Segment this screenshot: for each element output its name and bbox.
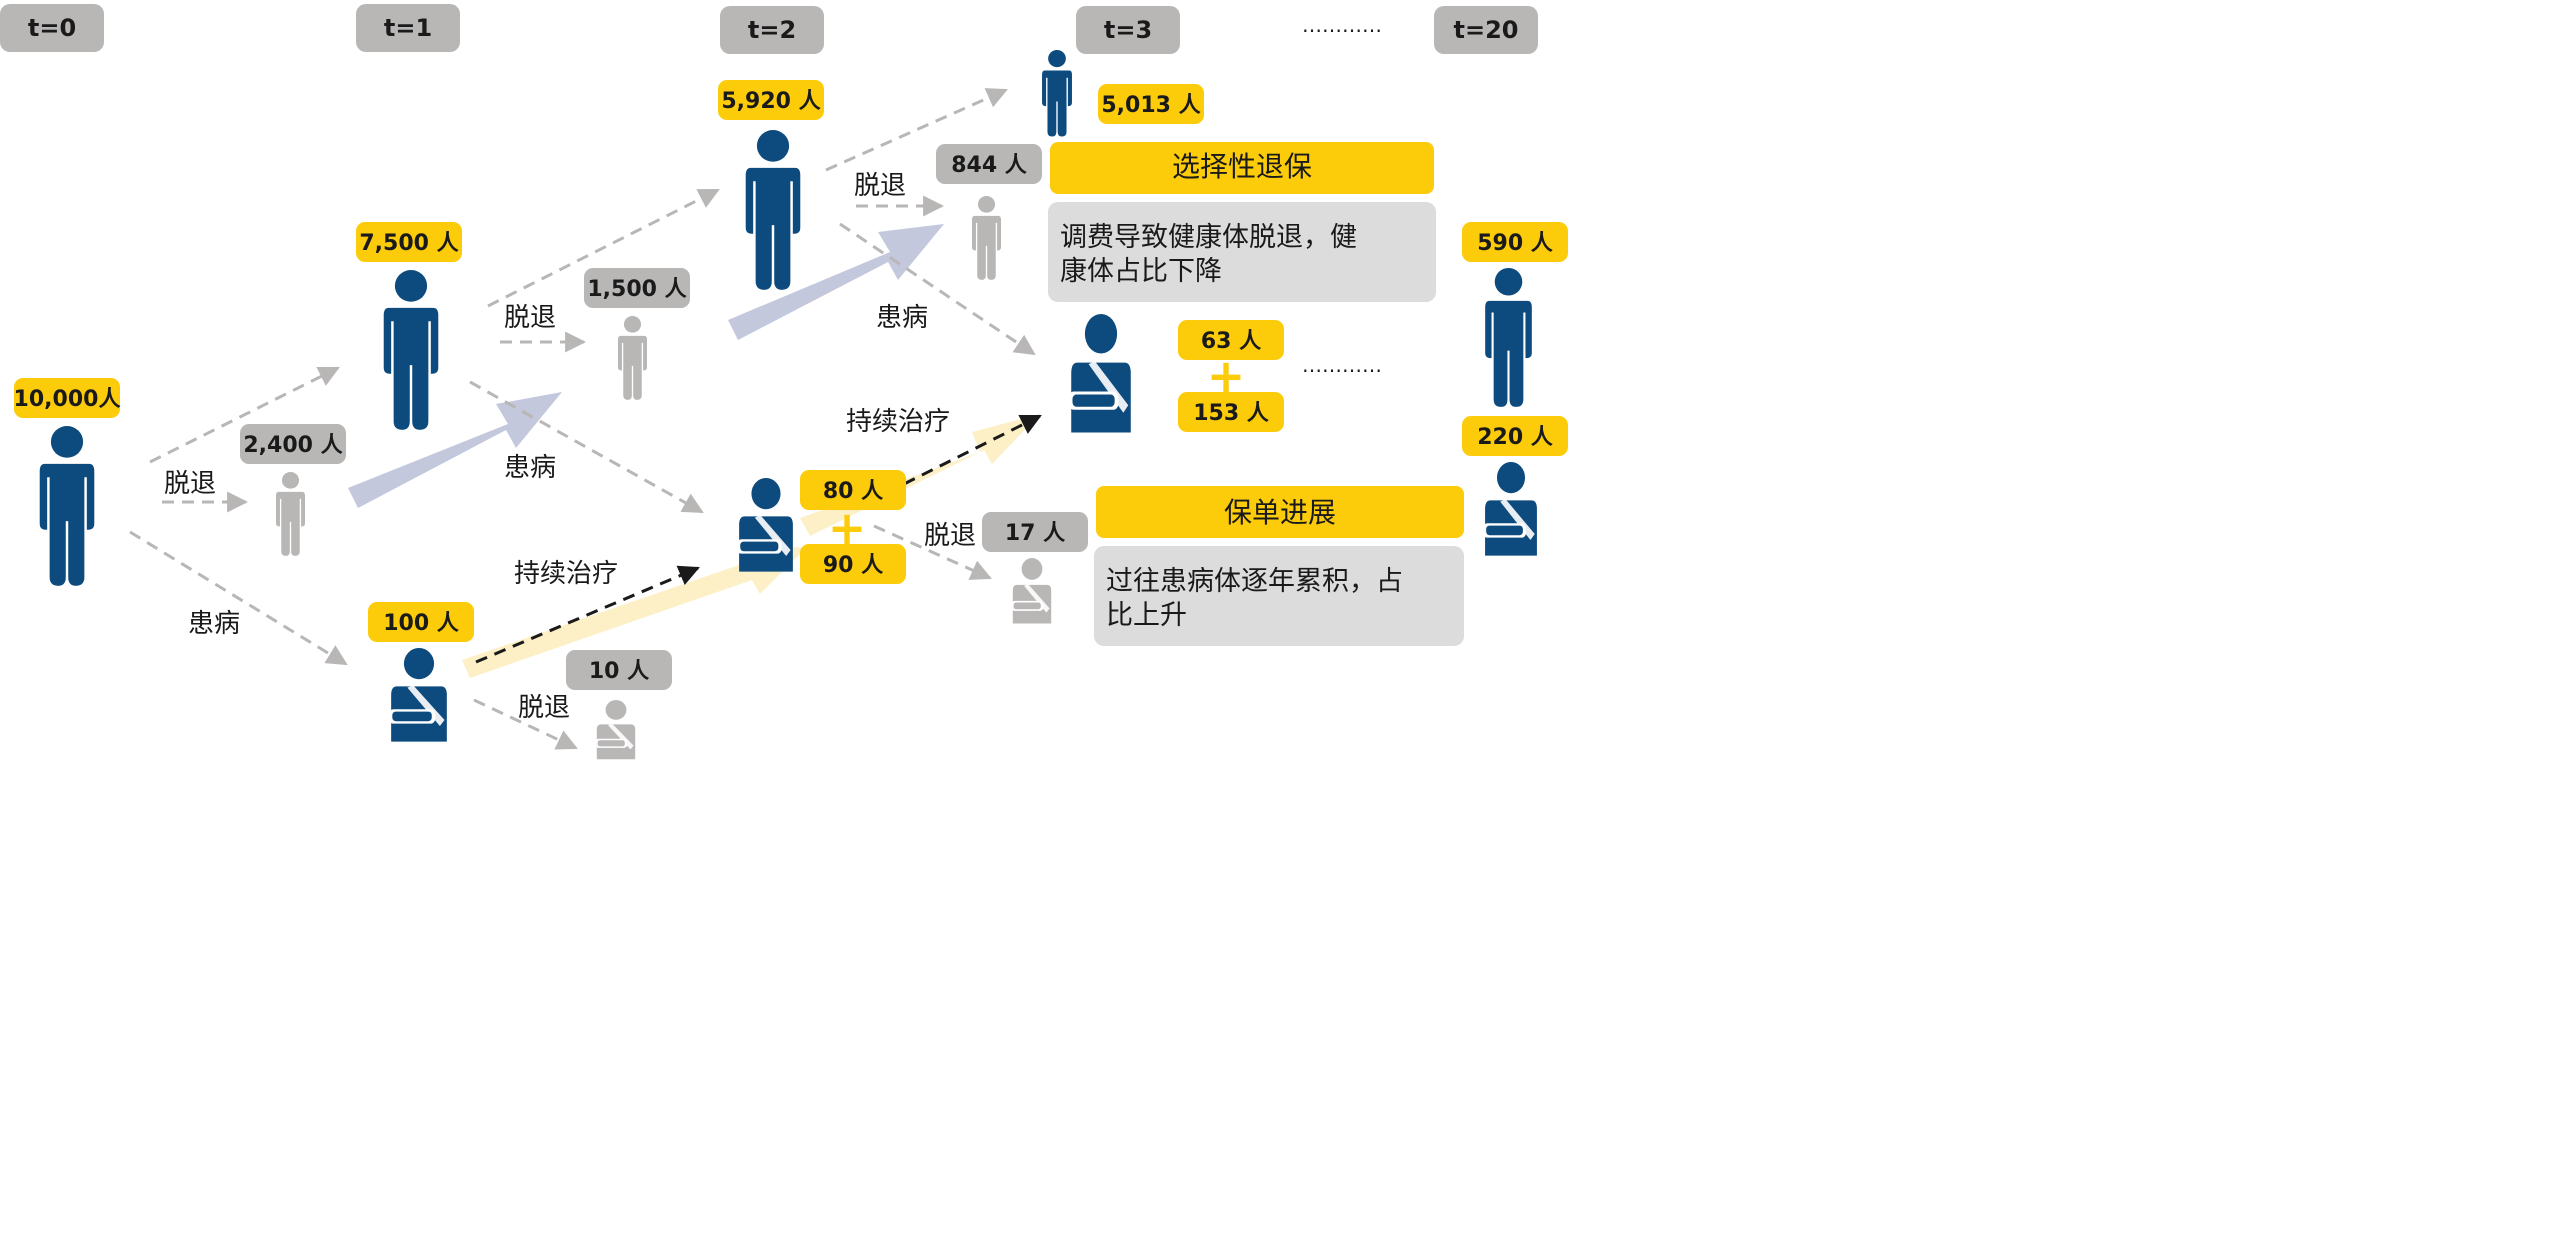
lapsed-person-icon — [617, 316, 648, 400]
lapse-label: 脱退 — [854, 171, 906, 201]
arrow-t1-to-healthy-t2 — [487, 188, 720, 308]
count-5920: 5,920 人 — [721, 89, 820, 114]
lapse-label: 脱退 — [924, 521, 976, 551]
count-badge-90: 90 人 — [800, 544, 906, 584]
count-badge-5920: 5,920 人 — [718, 80, 824, 120]
sick-person-icon — [736, 478, 793, 572]
policy-progress-panel: 保单进展 过往患病体逐年累积，占 比上升 — [1094, 486, 1464, 646]
policy-progress-title: 保单进展 — [1224, 496, 1336, 529]
sick-trend-arrow-1 — [462, 542, 806, 678]
time-header-t2: t=2 — [720, 6, 824, 54]
count-badge-17: 17 人 — [982, 512, 1088, 552]
sick-person-icon — [1068, 314, 1131, 433]
arrow-t1-sick — [469, 380, 704, 514]
time-header-t20: t=20 — [1434, 6, 1538, 54]
time-label-t1: t=1 — [384, 14, 432, 42]
count-100: 100 人 — [383, 611, 459, 636]
lapse-label: 脱退 — [504, 303, 556, 333]
count-590: 590 人 — [1477, 231, 1553, 256]
time-label-t0: t=0 — [28, 14, 76, 42]
time-header-t0: t=0 — [0, 4, 104, 52]
arrow-sick-t2-lapse — [873, 524, 992, 580]
healthy-person-icon — [1485, 268, 1532, 407]
arrow-continue-treatment-2 — [903, 414, 1042, 486]
lapse-trend-arrow-2 — [728, 224, 944, 340]
healthy-person-icon — [383, 270, 439, 430]
count-badge-153: 153 人 — [1178, 392, 1284, 432]
count-153: 153 人 — [1193, 401, 1269, 426]
count-2400: 2,400 人 — [243, 433, 342, 458]
arrow-t0-to-healthy-t1 — [149, 366, 340, 464]
count-badge-80: 80 人 — [800, 470, 906, 510]
sick-person-icon — [1482, 462, 1537, 556]
arrow-t2-sick — [839, 222, 1036, 356]
ellipsis-mid: ………… — [1302, 353, 1382, 377]
count-90: 90 人 — [823, 553, 883, 578]
count-badge-590: 590 人 — [1462, 222, 1568, 262]
lapsed-person-icon — [275, 472, 306, 556]
lapse-label: 脱退 — [518, 693, 570, 723]
count-badge-63: 63 人 — [1178, 320, 1284, 360]
count-10000: 10,000人 — [14, 387, 121, 412]
ellipsis-top: ………… — [1302, 13, 1382, 37]
count-63: 63 人 — [1201, 329, 1261, 354]
time-label-t3: t=3 — [1104, 16, 1152, 44]
selective-lapse-desc-line2: 康体占比下降 — [1060, 256, 1222, 287]
lapse-label: 脱退 — [164, 469, 216, 499]
count-80: 80 人 — [823, 479, 883, 504]
healthy-person-icon — [39, 426, 95, 586]
count-220: 220 人 — [1477, 425, 1553, 450]
lapsed-sick-person-icon — [1011, 558, 1052, 624]
sick-person-icon — [388, 648, 447, 742]
lapsed-person-icon — [971, 196, 1002, 280]
count-badge-100: 100 人 — [368, 602, 474, 642]
selective-lapse-desc-line1: 调费导致健康体脱退，健 — [1060, 222, 1357, 253]
count-5013: 5,013 人 — [1101, 93, 1200, 118]
count-badge-1500: 1,500 人 — [584, 268, 690, 308]
count-badge-7500: 7,500 人 — [356, 222, 462, 262]
count-badge-5013: 5,013 人 — [1098, 84, 1204, 124]
lapse-trend-arrow-1 — [348, 392, 562, 508]
policy-progress-desc-line2: 比上升 — [1106, 600, 1187, 631]
count-badge-844: 844 人 — [936, 144, 1042, 184]
sick-label: 患病 — [504, 453, 556, 483]
lapsed-sick-person-icon — [595, 700, 636, 760]
arrow-t0-sick — [129, 530, 348, 666]
continue-treatment-label: 持续治疗 — [846, 407, 950, 437]
sick-label: 患病 — [876, 303, 928, 333]
selective-lapse-panel: 选择性退保 调费导致健康体脱退，健 康体占比下降 — [1048, 142, 1436, 302]
selective-lapse-title: 选择性退保 — [1172, 150, 1312, 183]
arrow-continue-treatment-1 — [475, 565, 700, 664]
count-badge-10000: 10,000人 — [14, 378, 121, 418]
arrow-t2-to-healthy-t3 — [825, 88, 1008, 172]
count-1500: 1,500 人 — [587, 277, 686, 302]
count-844: 844 人 — [951, 153, 1027, 178]
time-label-t2: t=2 — [748, 16, 796, 44]
count-badge-2400: 2,400 人 — [240, 424, 346, 464]
time-header-t1: t=1 — [356, 4, 460, 52]
count-badge-220: 220 人 — [1462, 416, 1568, 456]
time-label-t20: t=20 — [1454, 16, 1519, 44]
count-10: 10 人 — [589, 659, 649, 684]
count-17: 17 人 — [1005, 521, 1065, 546]
healthy-person-icon — [745, 130, 801, 290]
count-7500: 7,500 人 — [359, 231, 458, 256]
continue-treatment-label: 持续治疗 — [514, 559, 618, 589]
policy-progress-desc-line1: 过往患病体逐年累积，占 — [1106, 566, 1403, 597]
sick-label: 患病 — [188, 609, 240, 639]
time-header-t3: t=3 — [1076, 6, 1180, 54]
count-badge-10: 10 人 — [566, 650, 672, 690]
healthy-person-icon — [1042, 50, 1072, 137]
